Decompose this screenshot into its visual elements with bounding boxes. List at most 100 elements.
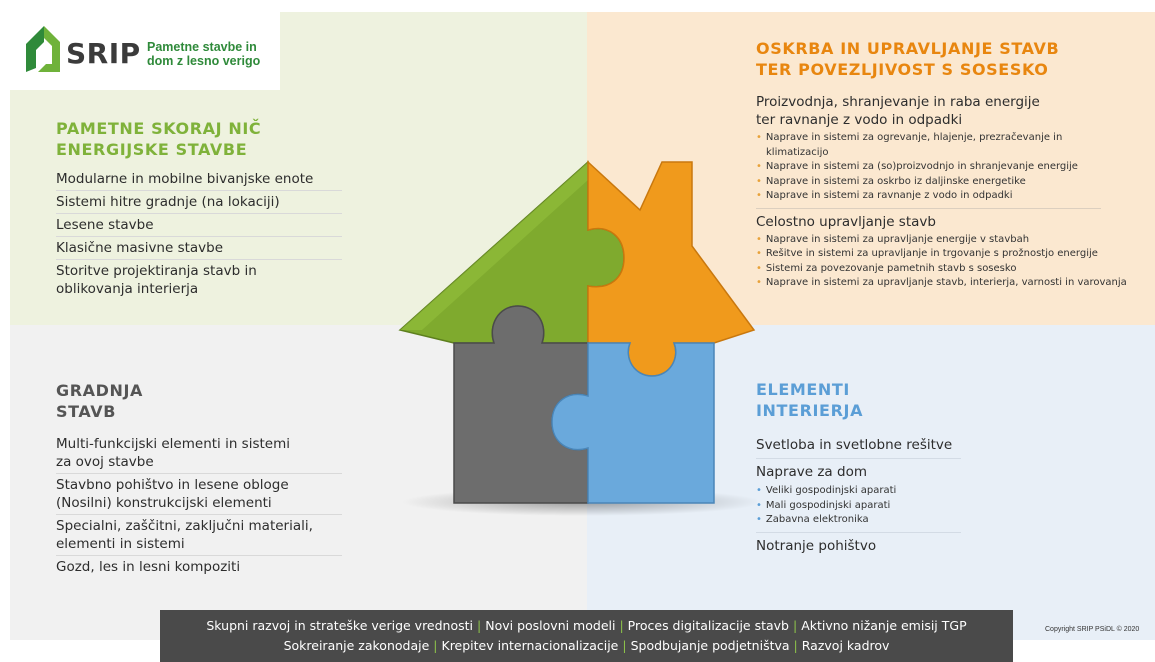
bullet-text: Sistemi za povezovanje pametnih stavb s …: [765, 262, 1017, 274]
bar-topic: Spodbujanje podjetništva: [630, 638, 790, 653]
smart-buildings-item: Klasične masivne stavbe: [56, 237, 342, 260]
smart-buildings-item: Modularne in mobilne bivanjske enote: [56, 168, 342, 191]
bullet-dot-icon: •: [756, 485, 762, 496]
section-bullets: •Naprave in sistemi za upravljanje energ…: [756, 233, 1151, 291]
bullet-text: Naprave in sistemi za ogrevanje, hlajenj…: [765, 132, 1063, 143]
construction-item-line: (Nosilni) konstrukcijski elementi: [56, 495, 272, 511]
bullet-dot-icon: •: [756, 190, 762, 201]
puzzle-house-diagram: [398, 160, 757, 516]
bullet-dot-icon: •: [756, 132, 762, 143]
bullet-text: Zabavna elektronika: [765, 514, 869, 525]
bullet-dot-icon: •: [756, 277, 762, 288]
construction-item: Specialni, zaščitni, zaključni materiali…: [56, 515, 342, 556]
section-bullets: •Naprave in sistemi za ogrevanje, hlajen…: [756, 131, 1151, 204]
section-title: Proizvodnja, shranjevanje in raba energi…: [756, 93, 1151, 129]
bullet-item: •Mali gospodinjski aparati: [756, 499, 966, 514]
smart-buildings-item-line: Sistemi hitre gradnje (na lokaciji): [56, 194, 280, 210]
bar-topic: Sokreiranje zakonodaje: [283, 638, 430, 653]
interior-item-lighting: Svetloba in svetlobne rešitve: [756, 437, 953, 453]
bullet-text: Naprave in sistemi za upravljanje stavb,…: [765, 277, 1127, 288]
bar-topic: Razvoj kadrov: [801, 638, 890, 653]
bullet-dot-icon: •: [756, 233, 762, 245]
bullet-item: •Naprave in sistemi za upravljanje stavb…: [756, 276, 1151, 291]
bottom-bar: Skupni razvoj in strateške verige vredno…: [160, 610, 1013, 662]
separator-pipe: |: [433, 638, 438, 653]
bullet-item: •Zabavna elektronika: [756, 513, 966, 528]
separator-pipe: |: [792, 618, 798, 633]
interior-item-home-devices: Naprave za dom: [756, 464, 867, 480]
construction-item: Multi-funkcijski elementi in sistemi za o…: [56, 433, 342, 474]
bullet-dot-icon: •: [756, 262, 762, 274]
bullet-text: Naprave in sistemi za upravljanje energi…: [765, 233, 1030, 245]
construction-item: Stavbno pohištvo in lesene obloge (Nosiln…: [56, 474, 342, 515]
bullet-item: •Naprave in sistemi za upravljanje energ…: [756, 233, 1151, 248]
bar-topic: Krepitev internacionalizacije: [441, 638, 619, 653]
section-title-line: Proizvodnja, shranjevanje in raba energi…: [756, 94, 1040, 110]
section-divider: [756, 207, 1101, 209]
smart-buildings-item-line: Modularne in mobilne bivanjske enote: [56, 171, 314, 187]
bullet-text: klimatizacijo: [766, 146, 829, 158]
bottom-bar-line-1: Skupni razvoj in strateške verige vredno…: [160, 616, 1013, 636]
construction-list: Multi-funkcijski elementi in sistemi za o…: [56, 433, 342, 578]
separator-pipe: |: [793, 638, 798, 653]
section-title-line: ter ravnanje z vodo in odpadki: [756, 112, 963, 128]
bar-topic: Novi poslovni modeli: [485, 618, 616, 633]
bullet-text: Naprave in sistemi za (so)proizvodnjo in…: [765, 161, 1078, 172]
bullet-item: •Naprave in sistemi za oskrbo iz daljins…: [756, 175, 1151, 190]
section-title: Celostno upravljanje stavb: [756, 213, 1151, 231]
separator-pipe: |: [619, 618, 624, 633]
heading-construction: GRADNJA STAVB: [56, 381, 144, 421]
puzzle-piece-blue-wall: [551, 342, 715, 504]
smart-buildings-item-line: Storitve projektiranja stavb in: [56, 263, 257, 279]
bullet-item: •Naprave in sistemi za ravnanje z vodo i…: [756, 189, 1151, 204]
bottom-bar-line-2: Sokreiranje zakonodaje|Krepitev internac…: [160, 636, 1013, 656]
construction-item: Gozd, les in lesni kompoziti: [56, 556, 342, 578]
bullet-item: •Naprave in sistemi za (so)proizvodnjo i…: [756, 160, 1151, 175]
bullet-text: Naprave in sistemi za oskrbo iz daljinsk…: [765, 175, 1026, 187]
interior-content: Svetloba in svetlobne rešitve Naprave za…: [756, 436, 966, 555]
section-title-line: Celostno upravljanje stavb: [756, 213, 936, 230]
heading-supply-management: OSKRBA IN UPRAVLJANJE STAVB TER POVEZLJI…: [756, 39, 1060, 79]
separator-pipe: |: [477, 618, 482, 633]
copyright: Copyright SRIP PSiDL © 2020: [1045, 626, 1140, 633]
bullet-item: •Rešitve in sistemi za upravljanje in tr…: [756, 247, 1151, 262]
smart-buildings-item-line: Klasične masivne stavbe: [56, 240, 224, 256]
heading-interior: ELEMENTI INTERIERJA: [756, 380, 864, 420]
bullet-text: Naprave in sistemi za ravnanje z vodo in…: [765, 190, 1013, 201]
bullet-item: •Veliki gospodinjski aparati: [756, 484, 966, 499]
construction-item-line: Stavbno pohištvo in lesene obloge: [56, 477, 289, 493]
bullet-item: •Naprave in sistemi za ogrevanje, hlajen…: [756, 131, 1151, 146]
construction-item-line: za ovoj stavbe: [56, 454, 154, 470]
bullet-dot-icon: •: [756, 499, 762, 511]
logo-tagline: Pametne stavbe in dom z lesno verigo: [147, 40, 261, 68]
supply-management-content: Proizvodnja, shranjevanje in raba energi…: [756, 93, 1151, 291]
interior-item-furniture: Notranje pohištvo: [756, 537, 877, 554]
construction-item-line: Multi-funkcijski elementi in sistemi: [56, 436, 290, 452]
bullet-text: Mali gospodinjski aparati: [765, 499, 891, 511]
smart-buildings-item: Sistemi hitre gradnje (na lokaciji): [56, 191, 342, 214]
srip-house-logo-icon: [26, 26, 60, 72]
smart-buildings-item-line: Lesene stavbe: [56, 217, 154, 233]
smart-buildings-item: Lesene stavbe: [56, 214, 342, 237]
bullet-text: Veliki gospodinjski aparati: [765, 485, 897, 496]
bar-topic: Aktivno nižanje emisij TGP: [801, 618, 967, 633]
construction-item-line: Gozd, les in lesni kompoziti: [56, 559, 241, 575]
bullet-dot-icon: •: [756, 248, 762, 259]
bar-topic: Skupni razvoj in strateške verige vredno…: [206, 618, 474, 633]
home-devices-bullets: •Veliki gospodinjski aparati•Mali gospod…: [756, 484, 966, 528]
bar-topic: Proces digitalizacije stavb: [627, 618, 789, 633]
bullet-dot-icon: •: [756, 514, 762, 525]
bullet-dot-icon: •: [756, 161, 762, 172]
construction-item-line: Specialni, zaščitni, zaključni materiali…: [56, 518, 313, 534]
smart-buildings-item-line: oblikovanja interierja: [56, 281, 199, 297]
bullet-item: •Sistemi za povezovanje pametnih stavb s…: [756, 262, 1151, 277]
bullet-item: klimatizacijo: [756, 146, 1151, 161]
bullet-text: Rešitve in sistemi za upravljanje in trg…: [765, 248, 1098, 259]
bullet-dot-icon: •: [756, 175, 762, 187]
logo-wordmark: SRIP: [66, 37, 141, 70]
construction-item-line: elementi in sistemi: [56, 536, 185, 552]
smart-buildings-item: Storitve projektiranja stavb in oblikovan…: [56, 260, 342, 300]
logo: SRIP Pametne stavbe in dom z lesno verig…: [10, 12, 280, 90]
separator-pipe: |: [622, 638, 627, 653]
